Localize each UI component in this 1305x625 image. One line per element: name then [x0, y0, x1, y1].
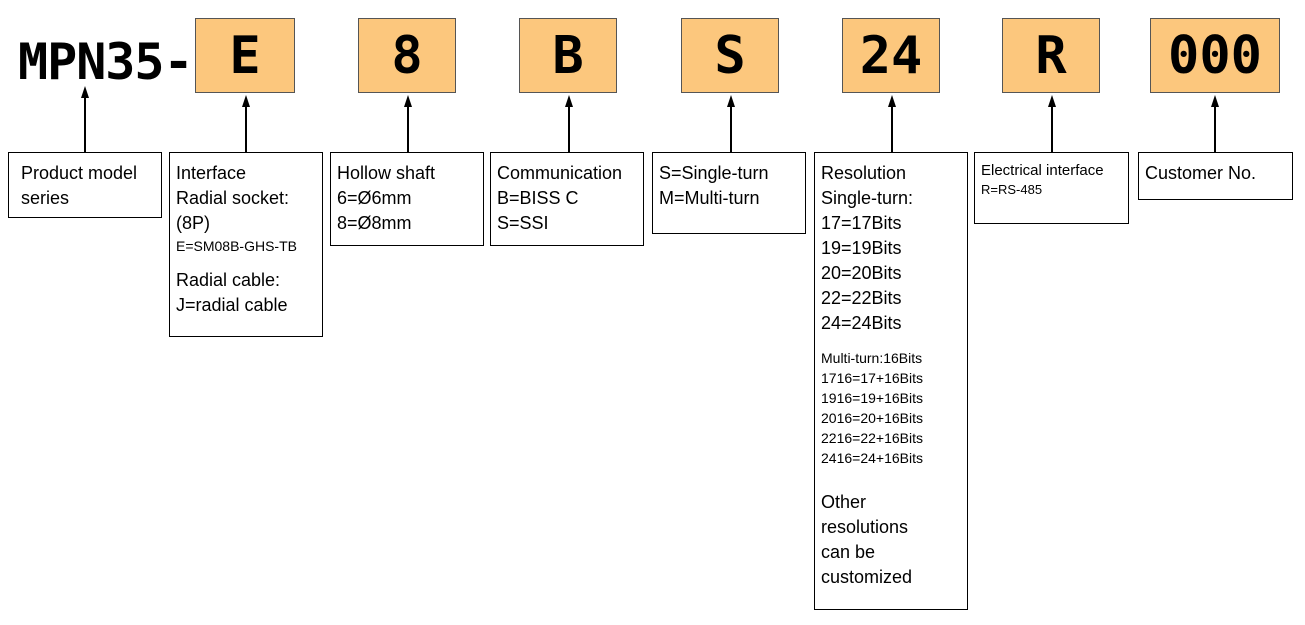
- arrow-line-electrical-interface: [1051, 107, 1053, 153]
- arrow-line-product: [84, 97, 86, 153]
- desc-resolution-multi-turn-item: 1716=17+16Bits: [821, 370, 923, 386]
- desc-resolution-multi-turn-item: 2416=24+16Bits: [821, 450, 923, 466]
- desc-box-resolution: Resolution Single-turn: 17=17Bits 19=19B…: [814, 152, 968, 610]
- desc-box-hollow-shaft: Hollow shaft 6=Ø6mm 8=Ø8mm: [330, 152, 484, 246]
- code-box-hollow-shaft: 8: [358, 18, 456, 93]
- arrow-head-electrical-interface: [1048, 95, 1056, 107]
- desc-resolution-single-turn-item: 22=22Bits: [821, 288, 902, 308]
- desc-resolution-single-turn-item: 20=20Bits: [821, 263, 902, 283]
- desc-hollow-shaft-line-2: 6=Ø6mm: [337, 188, 412, 208]
- desc-resolution-single-turn-item: 24=24Bits: [821, 313, 902, 333]
- code-box-electrical-interface: R: [1002, 18, 1100, 93]
- desc-resolution-title: Resolution: [821, 163, 907, 183]
- arrow-line-interface: [245, 107, 247, 153]
- code-box-communication: B: [519, 18, 617, 93]
- desc-box-product-series: Product model series: [8, 152, 162, 218]
- arrow-line-turn: [730, 107, 732, 153]
- arrow-head-hollow-shaft: [404, 95, 412, 107]
- desc-hollow-shaft-line-3: 8=Ø8mm: [337, 213, 412, 233]
- code-box-interface: E: [195, 18, 295, 93]
- desc-resolution-other-line: customized: [821, 567, 913, 587]
- desc-box-communication: Communication B=BISS C S=SSI: [490, 152, 644, 246]
- desc-box-turn: S=Single-turn M=Multi-turn: [652, 152, 806, 234]
- desc-interface-cable-code: J=radial cable: [176, 295, 288, 315]
- desc-communication-line-2: B=BISS C: [497, 188, 579, 208]
- arrow-line-resolution: [891, 107, 893, 153]
- desc-electrical-interface-title: Electrical interface: [981, 162, 1104, 179]
- desc-resolution-other-line: Other: [821, 492, 867, 512]
- desc-communication-line-3: S=SSI: [497, 213, 549, 233]
- arrow-head-product: [81, 86, 89, 98]
- code-box-turn: S: [681, 18, 779, 93]
- desc-resolution-multi-turn-item: 2016=20+16Bits: [821, 410, 923, 426]
- desc-resolution-single-turn-item: 17=17Bits: [821, 213, 902, 233]
- desc-hollow-shaft-line-1: Hollow shaft: [337, 163, 436, 183]
- desc-resolution-other-line: resolutions: [821, 517, 909, 537]
- desc-turn-line-1: S=Single-turn: [659, 163, 769, 183]
- desc-electrical-interface-code: R=RS-485: [981, 182, 1043, 197]
- desc-interface-radial-socket: Radial socket:: [176, 188, 290, 208]
- desc-product-line-2: series: [21, 188, 70, 208]
- model-prefix: MPN35-: [18, 33, 194, 91]
- arrow-head-resolution: [888, 95, 896, 107]
- desc-box-interface: Interface Radial socket: (8P) E=SM08B-GH…: [169, 152, 323, 337]
- desc-interface-pins: (8P): [176, 213, 211, 233]
- desc-resolution-single-turn-item: 19=19Bits: [821, 238, 902, 258]
- arrow-head-communication: [565, 95, 573, 107]
- code-box-customer-no: 000: [1150, 18, 1280, 93]
- code-box-resolution: 24: [842, 18, 940, 93]
- desc-communication-line-1: Communication: [497, 163, 623, 183]
- desc-interface-radial-cable: Radial cable:: [176, 270, 281, 290]
- desc-resolution-other-line: can be: [821, 542, 876, 562]
- desc-box-customer-no: Customer No.: [1138, 152, 1293, 200]
- arrow-line-customer-no: [1214, 107, 1216, 153]
- arrow-head-customer-no: [1211, 95, 1219, 107]
- desc-resolution-single-turn-label: Single-turn:: [821, 188, 914, 208]
- desc-turn-line-2: M=Multi-turn: [659, 188, 760, 208]
- desc-customer-no-line-1: Customer No.: [1145, 163, 1257, 183]
- desc-interface-title: Interface: [176, 163, 247, 183]
- arrow-head-interface: [242, 95, 250, 107]
- arrow-line-communication: [568, 107, 570, 153]
- desc-resolution-multi-turn-label: Multi-turn:16Bits: [821, 350, 923, 366]
- desc-resolution-multi-turn-item: 2216=22+16Bits: [821, 430, 923, 446]
- desc-interface-socket-code: E=SM08B-GHS-TB: [176, 238, 297, 254]
- arrow-head-turn: [727, 95, 735, 107]
- desc-box-electrical-interface: Electrical interface R=RS-485: [974, 152, 1129, 224]
- desc-product-line-1: Product model: [21, 163, 138, 183]
- desc-resolution-multi-turn-item: 1916=19+16Bits: [821, 390, 923, 406]
- arrow-line-hollow-shaft: [407, 107, 409, 153]
